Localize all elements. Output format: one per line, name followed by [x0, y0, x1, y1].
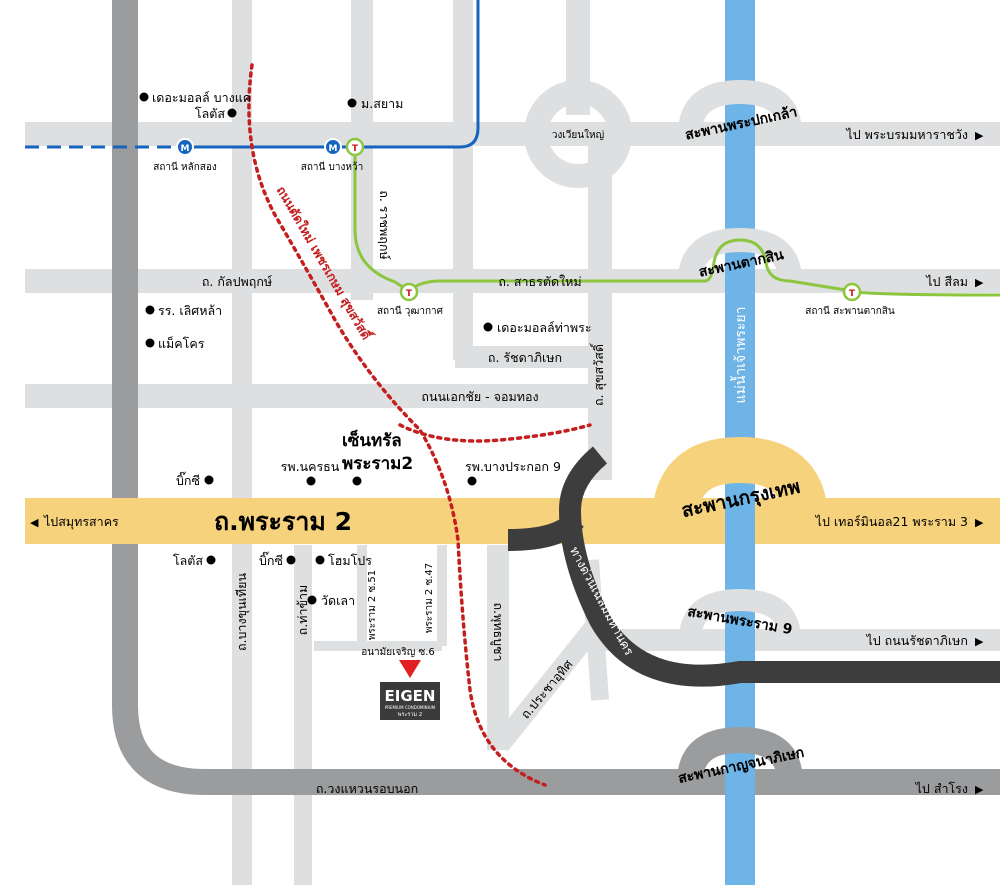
- poi-lotus-top: โลตัส: [195, 106, 225, 121]
- road-label-kanlapaphruek: ถ. กัลปพฤกษ์: [202, 274, 273, 289]
- poi-bangpakok9-hospital: รพ.บางประกอก 9: [465, 459, 561, 474]
- poi-mall-thapra: เดอะมอลล์ท่าพระ: [497, 320, 592, 335]
- road-label-tha-kham: ถ.ท่าข้าม: [295, 585, 310, 636]
- road-label-suksawat: ถ. สุขสวัสดิ์: [589, 342, 607, 406]
- project-eigen[interactable]: EIGEN PREMIUM CONDOMINIUM พระราม 2: [380, 660, 440, 720]
- bts-station-icon: [399, 282, 419, 302]
- new-cut-road: [247, 63, 547, 787]
- project-logo-box: [380, 682, 440, 720]
- project-location: พระราม 2: [398, 712, 422, 718]
- direction-terminal21: ไป เทอร์มินอล21 พระราม 3: [815, 514, 968, 529]
- road-label-soi51: พระราม 2 ซ.51: [367, 570, 378, 640]
- poi-dot-icon: [286, 555, 296, 565]
- poi-central-rama2-line1: เซ็นทรัล: [342, 428, 402, 451]
- pois: เดอะมอลล์ บางแค โลตัส ม.สยาม เดอะมอลล์ท่…: [139, 90, 592, 608]
- poi-bigc-top: บิ๊กซี: [176, 471, 200, 488]
- arrow-right-icon: ▶: [975, 635, 984, 648]
- arrow-right-icon: ▶: [975, 276, 984, 289]
- road-pracha-uthit: [492, 613, 608, 752]
- poi-dot-icon: [315, 555, 325, 565]
- bts-station-icon: [345, 137, 365, 157]
- bts-station-icon: T: [406, 289, 413, 299]
- poi-dot-icon: [206, 555, 216, 565]
- road-label-ekkachai: ถนนเอกชัย - จอมทอง: [421, 389, 538, 404]
- bridge-kanchanaphisek: [677, 726, 803, 783]
- mrt-station-icon: [176, 138, 194, 156]
- bts-station-icon: [842, 282, 862, 302]
- poi-dot-icon: [306, 476, 316, 486]
- station-wutthakat: T สถานี วุฒากาศ: [377, 282, 444, 317]
- poi-dot-icon: [483, 322, 493, 332]
- arrow-right-icon: ▶: [975, 783, 984, 796]
- station-label: สถานี บางหว้า: [301, 161, 363, 173]
- arrow-left-icon: ◀: [30, 516, 39, 529]
- bridge-rama9: [679, 588, 801, 641]
- road-label-phutthabucha: ถ.พุทธบูชา: [490, 602, 506, 661]
- roundabout-label: วงเวียนใหญ่: [552, 129, 604, 141]
- road-label-ratchaphruek: ถ. ราชพฤกษ์: [377, 190, 392, 260]
- location-marker-icon: [399, 660, 421, 678]
- poi-wat-lao: วัดเลา: [321, 593, 355, 608]
- station-bang-wa: M T สถานี บางหว้า: [301, 137, 365, 173]
- bridge-krungthep: [652, 436, 828, 523]
- new-cut-road-branch: [398, 423, 592, 443]
- poi-makro: แม็คโคร: [158, 336, 205, 351]
- bridge-pinklao: [678, 79, 802, 135]
- direction-grand-palace: ไป พระบรมมหาราชวัง: [845, 127, 968, 142]
- direction-samrong: ไป สำโรง: [915, 781, 968, 796]
- station-lak-song: M สถานี หลักสอง: [153, 138, 217, 173]
- poi-dot-icon: [467, 476, 477, 486]
- mrt-blue-line: [180, 0, 480, 149]
- station-saphan-taksin: T สถานี สะพานตากสิน: [805, 282, 895, 317]
- roundabout-wongwian-yai: [524, 80, 632, 188]
- poi-lertlah-school: รร. เลิศหล้า: [158, 303, 222, 318]
- bts-station-icon: T: [352, 144, 359, 154]
- direction-labels: ◀ ไปสมุทรสาคร ไป พระบรมมหาราชวัง ▶ ไป สี…: [30, 127, 984, 796]
- road-label-pracha-uthit: ถ.ประชาอุทิศ: [518, 657, 577, 723]
- expressway-chaloem-mahanakhon: [558, 446, 1000, 687]
- poi-siam-university: ม.สยาม: [361, 96, 403, 111]
- poi-dot-icon: [352, 476, 362, 486]
- mrt-station-icon: [324, 138, 342, 156]
- road-label-outer-ring: ถ.วงแหวนรอบนอก: [316, 781, 418, 796]
- direction-samut-sakhon: ไปสมุทรสาคร: [43, 514, 119, 530]
- road-label-ratchadaphisek: ถ. รัชดาภิเษก: [488, 350, 562, 365]
- road-label-sathon-new: ถ. สาธรตัดใหม่: [498, 274, 581, 289]
- road-label-rama2: ถ.พระราม 2: [214, 507, 352, 536]
- road-label-soi47: พระราม 2 ซ.47: [424, 563, 435, 633]
- road-outer-ring: [112, 0, 1000, 795]
- mrt-station-icon: M: [181, 144, 190, 154]
- poi-dot-icon: [145, 305, 155, 315]
- poi-bigc-bottom: บิ๊กซี: [259, 551, 283, 568]
- poi-nakhon-hospital: รพ.นครธน: [281, 459, 340, 474]
- poi-central-rama2-line2: พระราม2: [342, 454, 413, 474]
- poi-dot-icon: [145, 338, 155, 348]
- road-label-anamai: อนามัยเจริญ ซ.6: [361, 647, 435, 658]
- poi-homepro: โฮมโปร: [328, 553, 372, 568]
- poi-dot-icon: [204, 475, 214, 485]
- poi-dot-icon: [139, 92, 149, 102]
- poi-dot-icon: [227, 108, 237, 118]
- project-logo: EIGEN: [385, 687, 436, 705]
- poi-mall-bangkhae: เดอะมอลล์ บางแค: [152, 90, 251, 105]
- direction-ratchadaphisek: ไป ถนนรัชดาภิเษก: [865, 633, 968, 648]
- river-label: แม่น้ำเจ้าพระยา: [730, 307, 749, 404]
- poi-dot-icon: [347, 98, 357, 108]
- direction-silom: ไป สีลม: [925, 274, 968, 289]
- station-label: สถานี สะพานตากสิน: [805, 305, 895, 317]
- bts-station-icon: T: [849, 289, 856, 299]
- arrow-right-icon: ▶: [975, 129, 984, 142]
- station-label: สถานี หลักสอง: [153, 161, 217, 173]
- expressway-branch: [507, 512, 584, 551]
- station-label: สถานี วุฒากาศ: [377, 305, 444, 317]
- project-tagline: PREMIUM CONDOMINIUM: [385, 705, 436, 710]
- road-label-bang-khun-thian: ถ.บางขุนเทียน: [234, 573, 250, 652]
- poi-dot-icon: [307, 595, 317, 605]
- mrt-station-icon: M: [329, 144, 338, 154]
- arrow-right-icon: ▶: [975, 516, 984, 529]
- poi-lotus-bottom: โลตัส: [173, 553, 203, 568]
